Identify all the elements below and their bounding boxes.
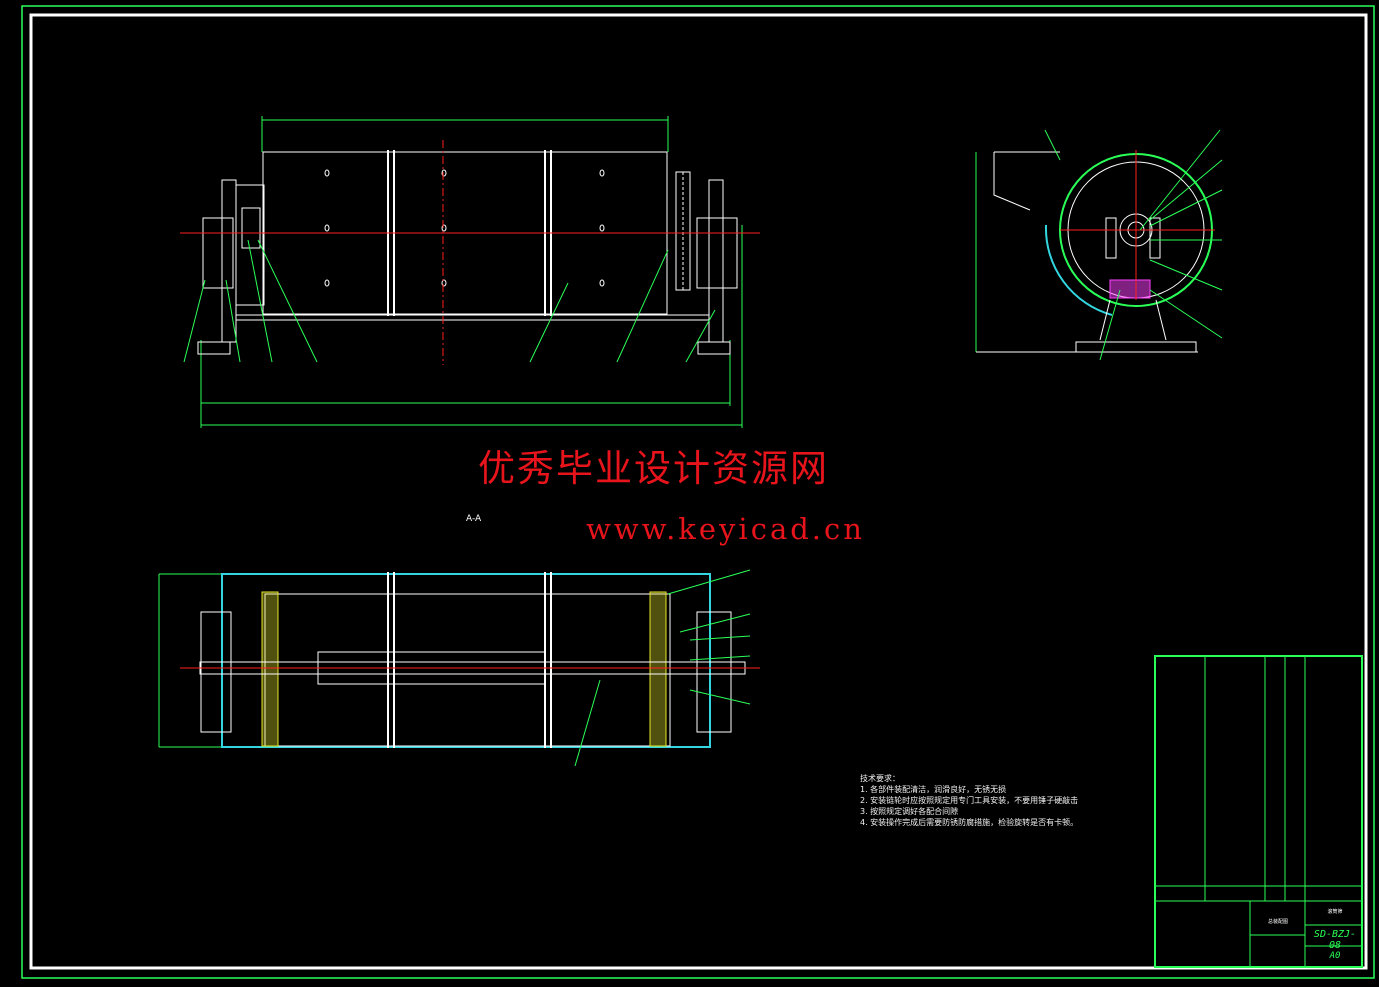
inner-border bbox=[29, 13, 1368, 970]
title-block-title: 滚筒筛 bbox=[1327, 909, 1343, 915]
section-view bbox=[158, 569, 760, 767]
tech-heading: 技术要求： bbox=[860, 774, 900, 783]
tech-item: 3. 按照规定调好各配合间隙 bbox=[860, 807, 959, 816]
watermark-title: 优秀毕业设计资源网 bbox=[478, 447, 829, 490]
technical-requirements: 技术要求： 1. 各部件装配清洁，润滑良好，无锈无损 2. 安装链轮时应按照规定… bbox=[860, 773, 1078, 828]
tech-item: 2. 安装链轮时应按照规定用专门工具安装，不要用锤子硬敲击 bbox=[860, 796, 1079, 805]
tech-item: 1. 各部件装配清洁，润滑良好，无锈无损 bbox=[860, 785, 1007, 794]
title-block-name: 总装配图 bbox=[1267, 919, 1288, 925]
title-block-drawing-number: SD-BZJ-08 bbox=[1313, 929, 1357, 951]
watermark-url[interactable]: www.keyicad.cn bbox=[586, 512, 865, 546]
outer-border bbox=[21, 5, 1375, 979]
side-view bbox=[975, 129, 1223, 361]
tech-item: 4. 安装操作完成后需要防锈防腐措施，检验旋转是否有卡顿。 bbox=[860, 818, 1079, 827]
title-block-sheet-size: A0 bbox=[1329, 951, 1341, 961]
title-block bbox=[1154, 655, 1363, 968]
section-view-label: A-A bbox=[466, 514, 482, 524]
front-view bbox=[180, 116, 760, 428]
